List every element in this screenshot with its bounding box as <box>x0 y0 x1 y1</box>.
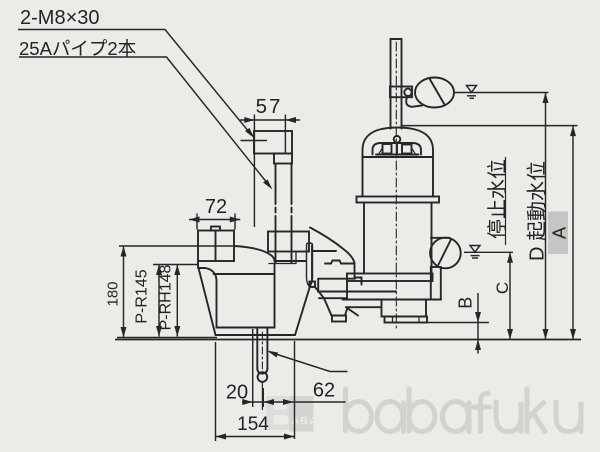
svg-text:72: 72 <box>205 196 227 218</box>
svg-text:ABA: ABA <box>291 416 318 428</box>
svg-text:2-M8×30: 2-M8×30 <box>20 7 100 29</box>
svg-text:180: 180 <box>105 281 122 306</box>
svg-text:停止水位: 停止水位 <box>486 159 509 239</box>
svg-text:P-RH148: P-RH148 <box>158 265 175 331</box>
svg-text:57: 57 <box>256 95 283 118</box>
svg-text:D 起動水位: D 起動水位 <box>526 161 549 261</box>
svg-text:25Aパイプ2本: 25Aパイプ2本 <box>19 38 136 59</box>
svg-text:P-R145: P-R145 <box>134 269 151 323</box>
svg-text:20: 20 <box>226 382 248 404</box>
svg-text:C: C <box>493 282 512 294</box>
svg-text:B: B <box>456 297 476 309</box>
svg-text:A: A <box>550 227 570 239</box>
svg-text:154: 154 <box>237 414 269 435</box>
svg-text:62: 62 <box>313 380 335 402</box>
